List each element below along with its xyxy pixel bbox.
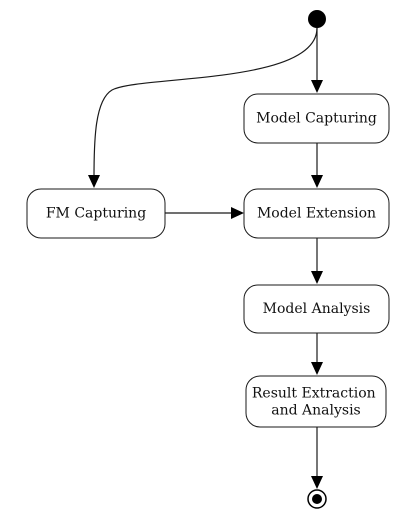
node-fm-capturing: FM Capturing bbox=[26, 188, 166, 239]
node-label-model-analysis: Model Analysis bbox=[263, 301, 371, 317]
node-label-model-capturing: Model Capturing bbox=[256, 111, 377, 127]
arrowhead-result-extraction bbox=[311, 362, 323, 375]
arrowhead-fm-capturing bbox=[88, 175, 100, 188]
node-label-result-extraction-line2: and Analysis bbox=[271, 403, 360, 419]
edge-start-to-fm-capturing bbox=[93, 27, 318, 178]
node-model-analysis: Model Analysis bbox=[243, 284, 390, 334]
end-node bbox=[307, 489, 327, 509]
start-node bbox=[308, 10, 326, 28]
arrowhead-end bbox=[311, 476, 323, 489]
node-model-capturing: Model Capturing bbox=[243, 93, 390, 144]
node-model-extension: Model Extension bbox=[243, 188, 390, 239]
arrowhead-model-extension-top bbox=[311, 175, 323, 188]
node-label-result-extraction: Result Extraction and Analysis bbox=[252, 386, 380, 419]
node-label-result-extraction-line1: Result Extraction bbox=[252, 386, 376, 402]
arrowhead-model-analysis bbox=[311, 271, 323, 284]
node-label-model-extension: Model Extension bbox=[257, 206, 376, 222]
node-result-extraction: Result Extraction and Analysis bbox=[245, 375, 387, 428]
arrowhead-model-extension-left bbox=[231, 207, 244, 219]
node-label-fm-capturing: FM Capturing bbox=[46, 206, 146, 222]
arrowhead-model-capturing bbox=[311, 80, 323, 93]
